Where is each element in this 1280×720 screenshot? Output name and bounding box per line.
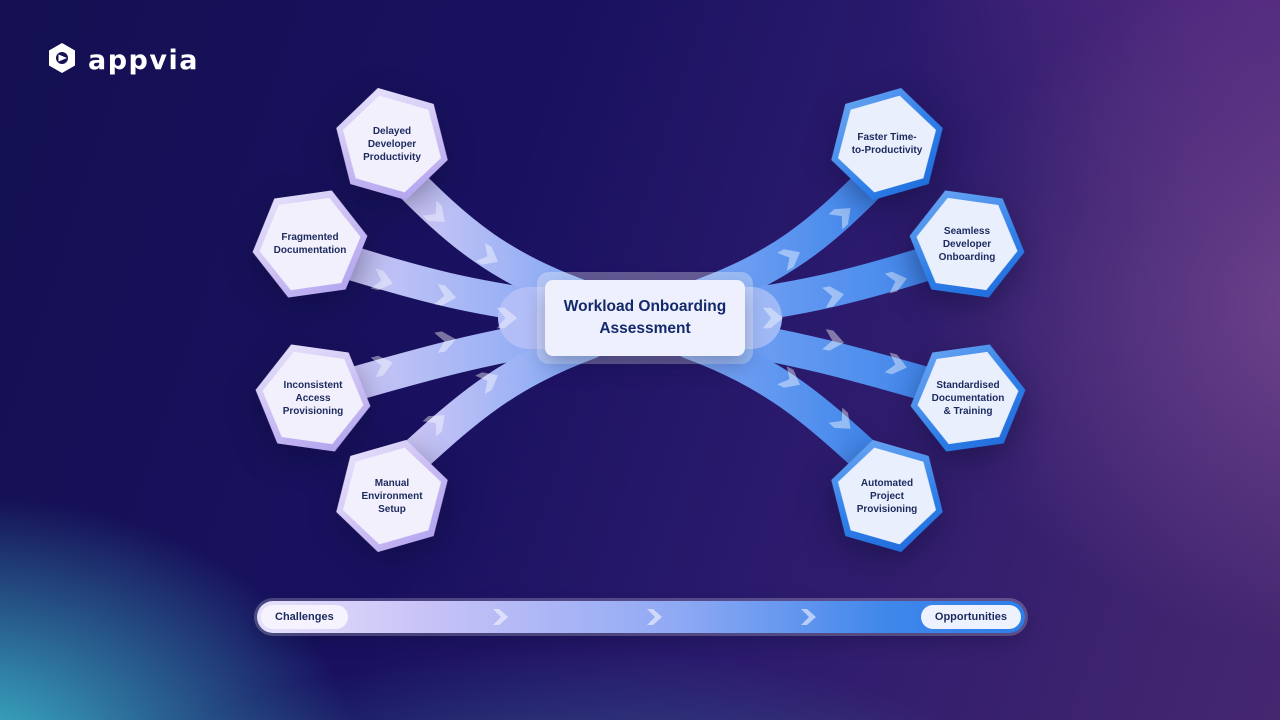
hexagon-label: Manual Environment Setup (361, 477, 423, 515)
challenge-hexagon-manual-environment-setup: Manual Environment Setup (334, 446, 450, 546)
opportunities-label-pill: Opportunities (920, 605, 1021, 629)
opportunity-hexagon-standardised-documentation-training: Standardised Documentation & Training (910, 348, 1026, 448)
appvia-logo-icon (46, 42, 78, 79)
chevron-right-icon (797, 606, 819, 633)
hexagon-label: Fragmented Documentation (273, 232, 347, 256)
hexagon-label: Standardised Documentation & Training (931, 379, 1005, 417)
challenges-label-pill: Challenges (261, 605, 348, 629)
hexagon-label: Faster Time- to-Productivity (851, 132, 923, 156)
challenges-opportunities-legend-bar: Challenges Opportunities (257, 601, 1025, 633)
challenge-hexagon-inconsistent-access-provisioning: Inconsistent Access Provisioning (255, 348, 371, 448)
appvia-logo: appvia (46, 42, 199, 79)
hexagon-label: Delayed Developer Productivity (363, 125, 421, 163)
opportunity-hexagon-automated-project-provisioning: Automated Project Provisioning (829, 446, 945, 546)
hexagon-label: Inconsistent Access Provisioning (282, 379, 344, 417)
opportunity-hexagon-faster-time-to-productivity: Faster Time- to-Productivity (829, 94, 945, 194)
appvia-wordmark: appvia (88, 45, 199, 76)
chevron-right-icon (489, 606, 511, 633)
chevron-right-icon (643, 606, 665, 633)
hexagon-label: Seamless Developer Onboarding (938, 225, 996, 263)
hexagon-label: Automated Project Provisioning (856, 477, 918, 515)
opportunity-hexagon-seamless-developer-onboarding: Seamless Developer Onboarding (909, 194, 1025, 294)
challenge-hexagon-fragmented-documentation: Fragmented Documentation (252, 194, 368, 294)
center-title-card: Workload Onboarding Assessment (545, 280, 745, 356)
challenge-hexagon-delayed-developer-productivity: Delayed Developer Productivity (334, 94, 450, 194)
